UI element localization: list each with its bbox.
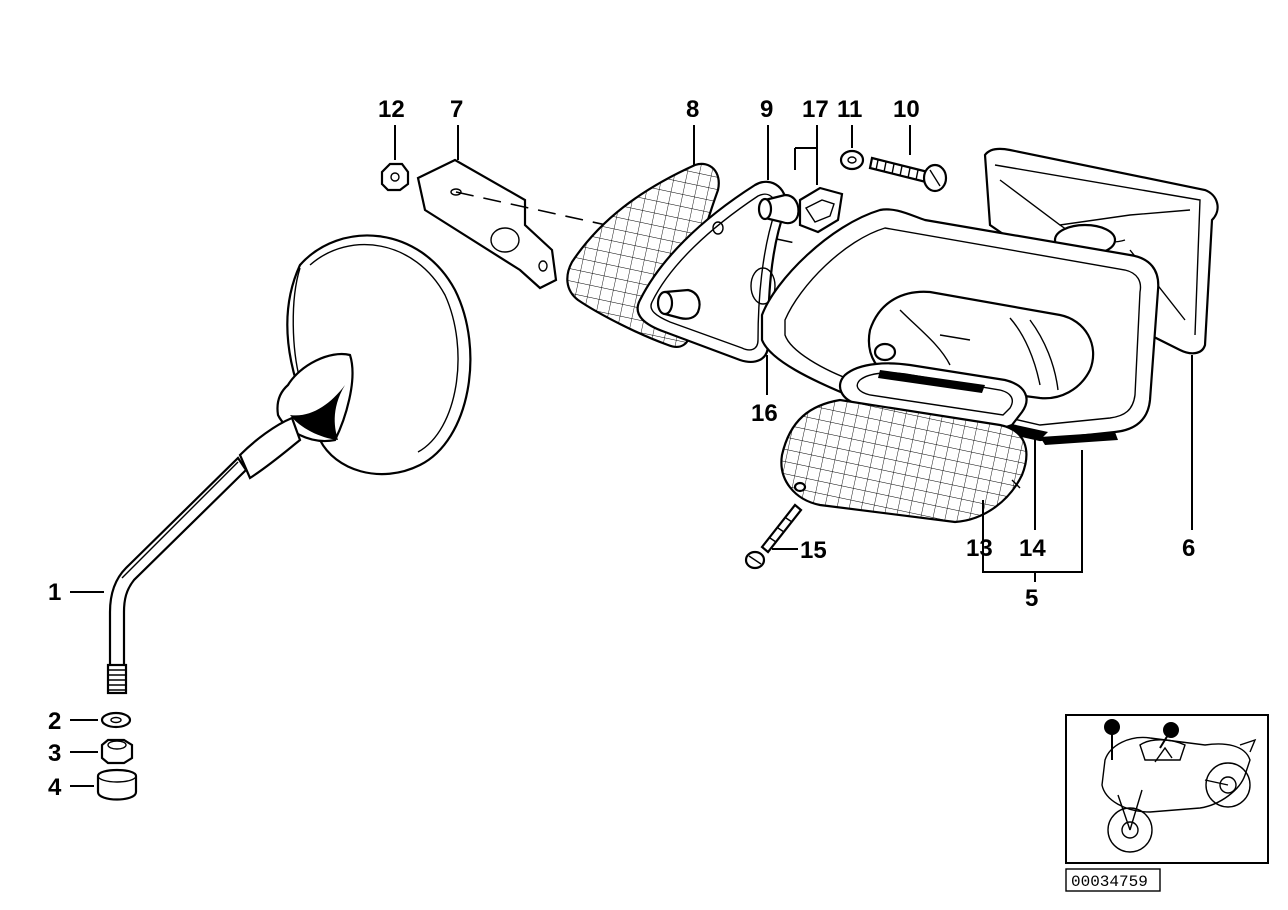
clip-part-17 <box>798 186 844 234</box>
callout-6: 6 <box>1182 535 1195 562</box>
callout-10: 10 <box>893 96 920 123</box>
screw-part-10 <box>868 156 948 193</box>
washer-part-2 <box>100 711 132 729</box>
callout-9: 9 <box>760 96 773 123</box>
callout-8: 8 <box>686 96 699 123</box>
diagram-code-box: 00034759 <box>1065 868 1161 892</box>
nut-part-3 <box>100 738 134 765</box>
callout-5: 5 <box>1025 585 1038 612</box>
cap-part-4 <box>96 768 138 801</box>
bulb-socket-upper <box>757 193 800 225</box>
callout-11: 11 <box>837 96 862 123</box>
bulb-socket-lower <box>656 288 701 320</box>
callout-7: 7 <box>450 96 463 123</box>
callout-14: 14 <box>1019 535 1046 562</box>
callout-12: 12 <box>378 96 405 123</box>
callout-2: 2 <box>48 708 61 735</box>
bracket-part-7 <box>416 158 558 290</box>
mirror-assembly <box>106 234 472 695</box>
callout-17: 17 <box>802 96 829 123</box>
callout-3: 3 <box>48 740 61 767</box>
callout-15: 15 <box>800 537 827 564</box>
leader-lines <box>70 125 1193 787</box>
nut-part-12 <box>380 162 410 192</box>
callout-4: 4 <box>48 774 62 801</box>
screw-part-15 <box>744 503 803 570</box>
callout-1: 1 <box>48 579 61 606</box>
motorcycle-thumbnail <box>1065 714 1269 864</box>
callout-labels: 1 2 3 4 5 6 7 8 9 10 11 12 13 14 15 16 1… <box>48 96 1195 801</box>
washer-part-11 <box>839 149 865 171</box>
lens-part-13 <box>780 398 1028 524</box>
callout-13: 13 <box>966 535 993 562</box>
diagram-code: 00034759 <box>1071 873 1148 891</box>
callout-16: 16 <box>751 400 778 427</box>
